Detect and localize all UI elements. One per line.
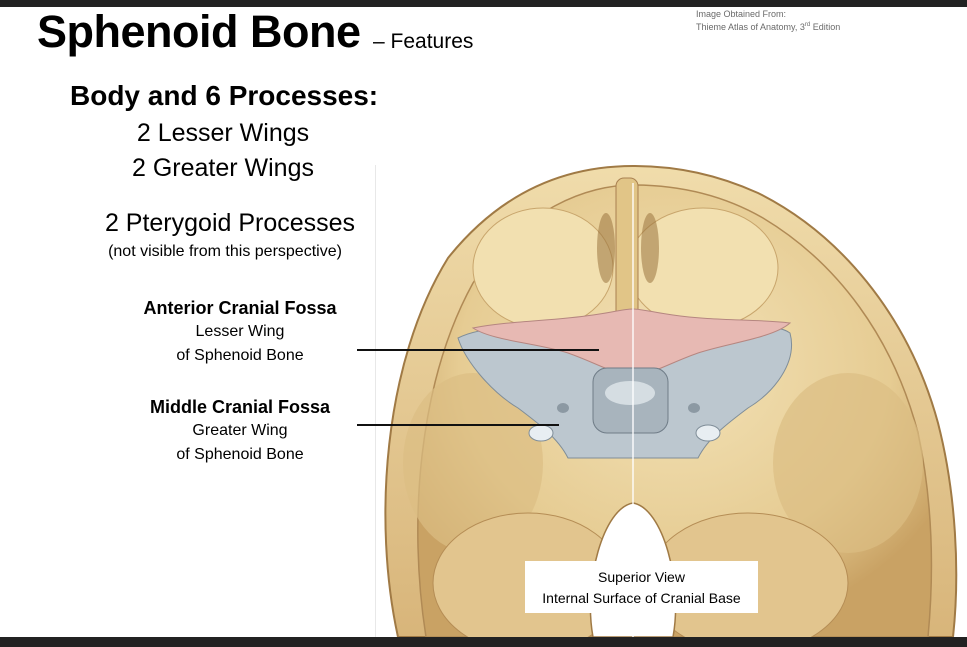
middle-fossa-left <box>403 373 543 553</box>
lesser-wing-pointer <box>357 349 599 351</box>
orbital-roof-left <box>472 207 614 329</box>
caption-surface: Internal Surface of Cranial Base <box>542 590 741 606</box>
lesser-wing-label-2: of Sphenoid Bone <box>176 347 304 364</box>
divider-line <box>375 165 376 637</box>
processes-heading: Body and 6 Processes: <box>70 80 379 111</box>
middle-fossa-right <box>773 373 923 553</box>
lesser-wings-text: 2 Lesser Wings <box>136 119 310 147</box>
caption-view: Superior View <box>598 569 685 585</box>
top-bar <box>0 0 967 7</box>
pterygoid-note: (not visible from this perspective) <box>108 243 342 260</box>
lesser-wing-shape <box>471 308 792 374</box>
cribriform-plate-right <box>641 213 659 283</box>
middle-fossa-title: Middle Cranial Fossa <box>149 397 331 417</box>
greater-wing-label: Greater Wing <box>192 422 288 439</box>
pterygoid-text: 2 Pterygoid Processes <box>104 209 356 237</box>
foramen-ovale-right <box>695 424 721 442</box>
pituitary-fossa <box>605 381 655 405</box>
anterior-fossa-title: Anterior Cranial Fossa <box>143 298 337 318</box>
foramen-ovale-left <box>528 424 554 442</box>
foramen-rotundum-right <box>688 403 700 413</box>
greater-wing-pointer <box>357 424 559 426</box>
credit-line-1: Image Obtained From: <box>696 9 787 19</box>
greater-wing-label-2: of Sphenoid Bone <box>176 446 304 463</box>
crista-galli <box>615 177 639 329</box>
middle-fossa-label: Middle Cranial Fossa Greater Wing of Sph… <box>130 395 350 467</box>
cribriform-plate-left <box>597 213 615 283</box>
slide-subtitle: – Features <box>373 30 474 53</box>
greater-wings-text: 2 Greater Wings <box>131 154 314 182</box>
image-credit: Image Obtained From: Thieme Atlas of Ana… <box>696 9 840 33</box>
slide-title: Sphenoid Bone <box>37 6 361 57</box>
anterior-fossa-label: Anterior Cranial Fossa Lesser Wing of Sp… <box>130 296 350 368</box>
foramen-rotundum-left <box>557 403 569 413</box>
lesser-wing-label: Lesser Wing <box>195 323 285 340</box>
figure-caption-box <box>525 561 758 613</box>
credit-line-2: Thieme Atlas of Anatomy, 3rd Edition <box>696 22 841 32</box>
bottom-bar <box>0 637 967 647</box>
